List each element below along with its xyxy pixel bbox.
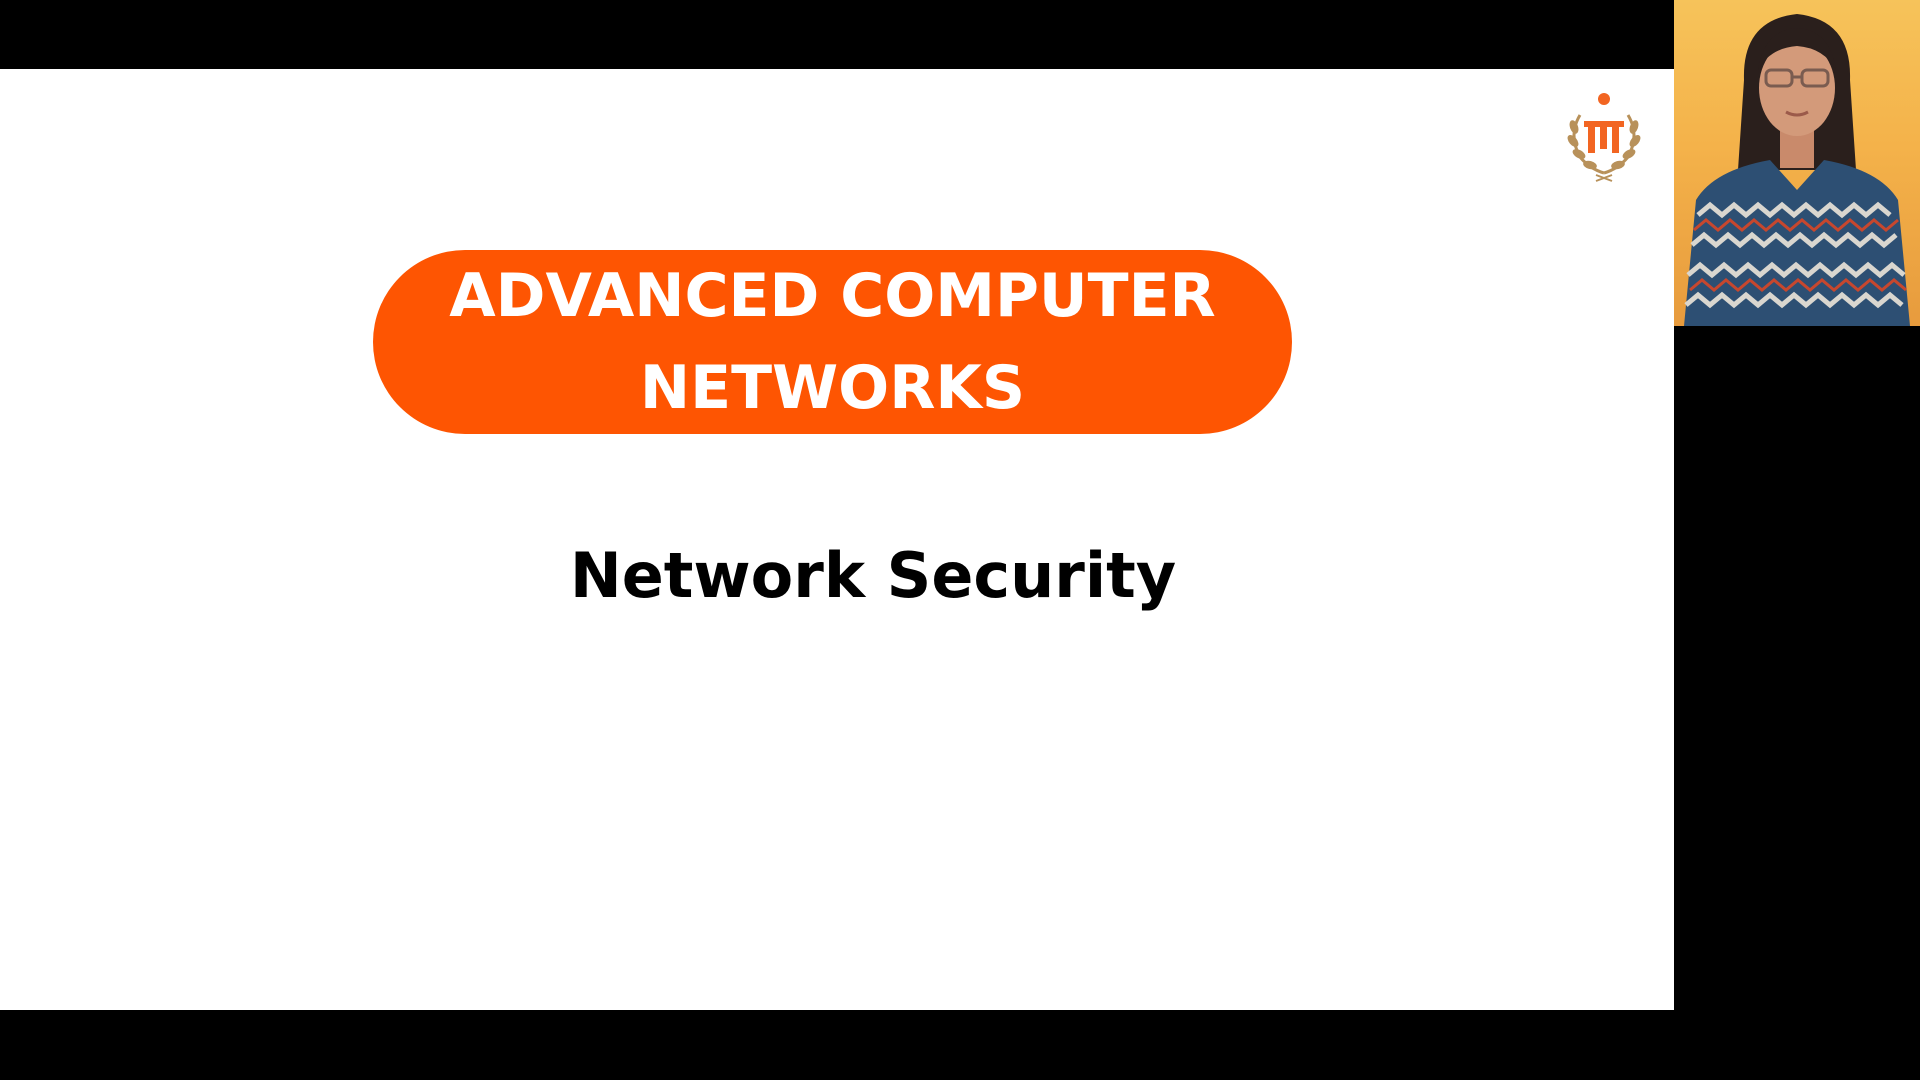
university-logo-icon xyxy=(1560,85,1648,185)
slide-title: ADVANCED COMPUTER NETWORKS xyxy=(449,261,1216,423)
presenter-video-icon xyxy=(1674,0,1920,326)
title-banner: ADVANCED COMPUTER NETWORKS xyxy=(373,250,1292,434)
presentation-slide: ADVANCED COMPUTER NETWORKS Network Secur… xyxy=(0,69,1674,1010)
slide-subtitle: Network Security xyxy=(569,539,1177,612)
